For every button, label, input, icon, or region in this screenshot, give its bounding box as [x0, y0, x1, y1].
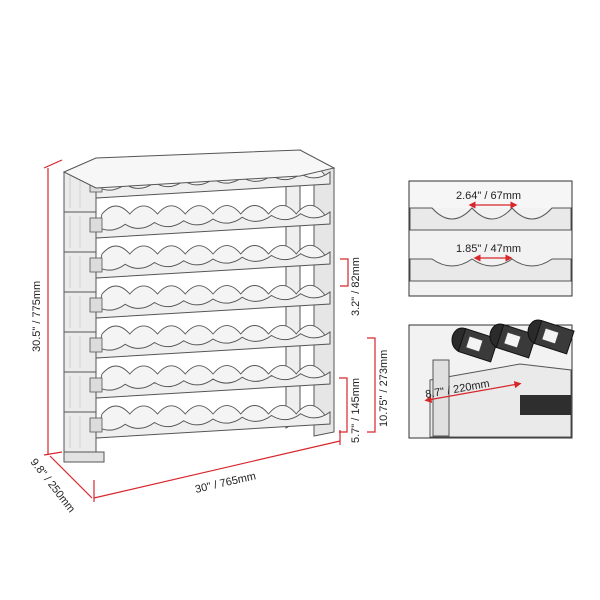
bottle-lower-row: [520, 395, 571, 415]
rack-tier: [95, 244, 331, 279]
rack-front-rail: [95, 291, 331, 319]
rack-joint: [89, 337, 103, 353]
rack-front-rail: [95, 251, 331, 279]
double-gap-bracket: [367, 337, 376, 433]
rack-tier: [95, 284, 331, 319]
cradle-detail-panel: 2.64" / 67mm 1.85" / 47mm: [408, 180, 573, 297]
upper-cradle-label: 2.64" / 67mm: [456, 190, 521, 202]
width-label: 30" / 765mm: [194, 470, 257, 496]
rack-tier: [95, 204, 331, 239]
rack-tier: [95, 324, 331, 359]
rack-front-rail: [95, 371, 331, 399]
wine-rack-illustration: [62, 149, 336, 463]
rack-front-rail: [95, 411, 331, 439]
tier-gap-bracket: [340, 258, 349, 287]
rack-joint: [89, 417, 103, 433]
bottom-clearance-bracket: [339, 377, 348, 433]
rack-joint: [89, 377, 103, 393]
bottle-detail-panel: 8.7" / 220mm: [408, 319, 575, 439]
lower-cradle-rail: [409, 258, 572, 282]
height-label: 30.5" / 775mm: [31, 281, 43, 352]
bottle-label: [465, 335, 484, 353]
rack-front-rail: [95, 211, 331, 239]
double-gap-label: 10.75" / 273mm: [378, 350, 390, 427]
rack-top-cap: [62, 149, 336, 189]
height-dimension-line: [43, 159, 63, 456]
depth-dimension-line: [49, 455, 93, 499]
rack-joint: [89, 297, 103, 313]
rack-joint: [89, 257, 103, 273]
rack-tier: [95, 404, 331, 439]
rack-front-rail: [95, 331, 331, 359]
upper-cradle-rail: [409, 207, 572, 231]
rack-foot: [63, 451, 105, 463]
tier-gap-label: 3.2" / 82mm: [350, 257, 362, 316]
depth-label: 9.8" / 250mm: [28, 456, 78, 515]
bottle-label: [541, 327, 560, 345]
rack-tier: [95, 364, 331, 399]
bottom-clearance-label: 5.7" / 145mm: [350, 378, 362, 443]
cradle-illustration: [409, 182, 572, 282]
bottle-label: [503, 331, 522, 349]
lower-cradle-label: 1.85" / 47mm: [456, 243, 521, 255]
rack-joint: [89, 217, 103, 233]
